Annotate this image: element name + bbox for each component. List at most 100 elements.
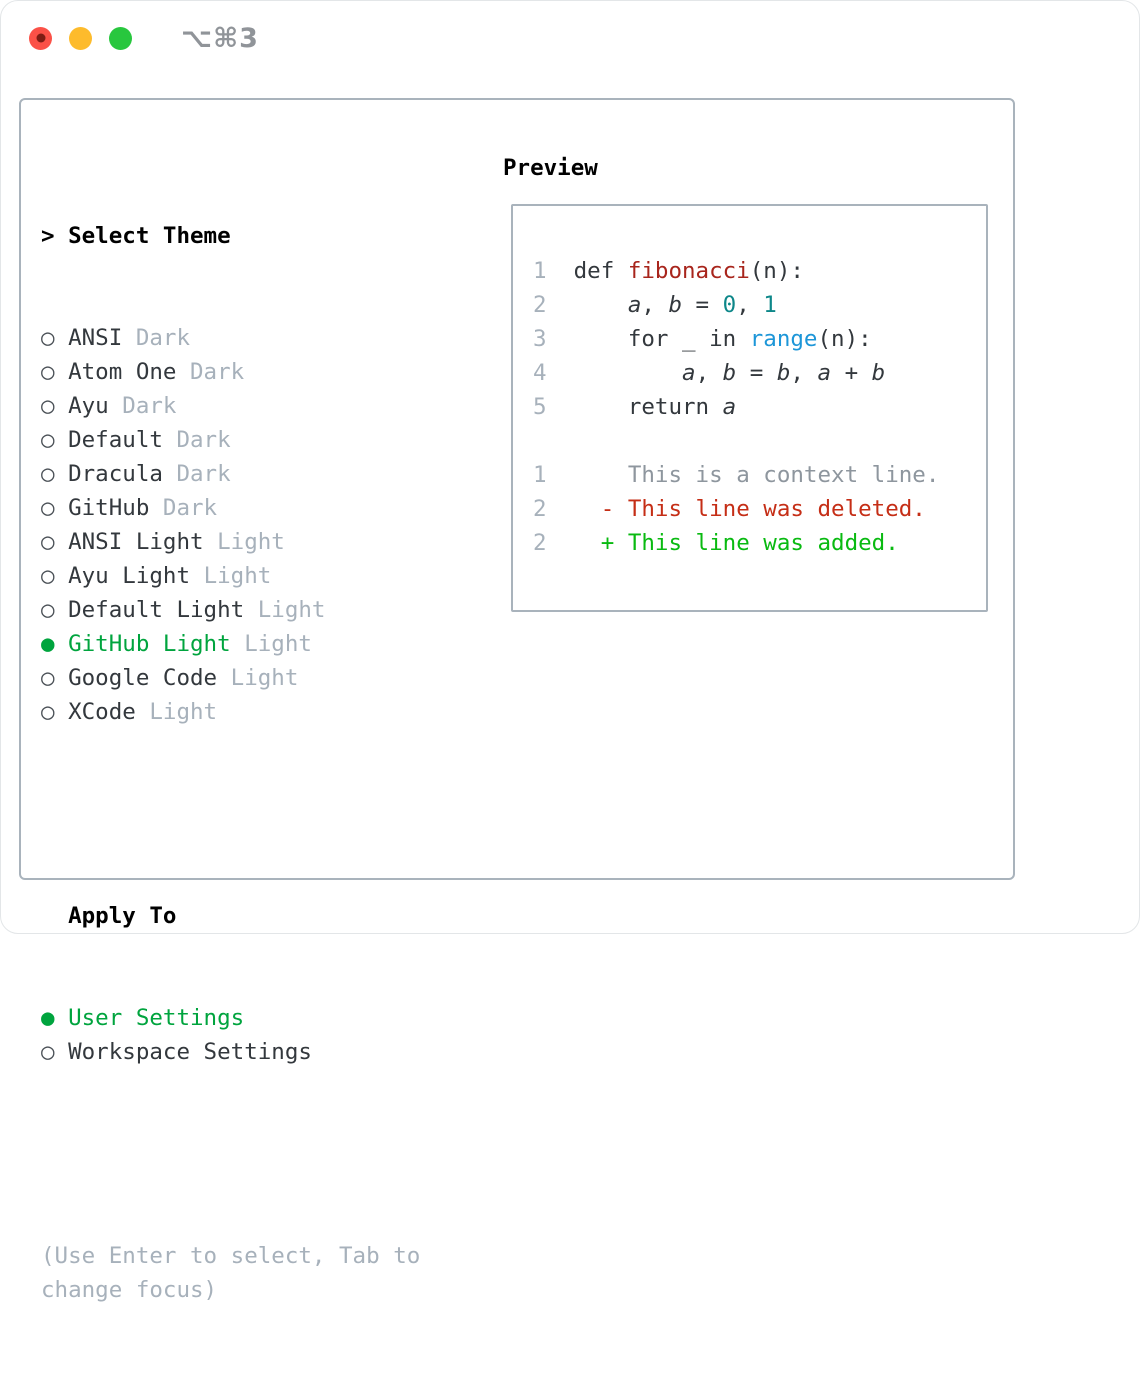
select-theme-header: > Select Theme [41, 219, 420, 253]
apply-option-name: User Settings [68, 1005, 245, 1031]
theme-list-column: > Select Theme ○ ANSI Dark○ Atom One Dar… [41, 151, 420, 1375]
theme-variant-tag: Dark [176, 461, 231, 487]
theme-option-github-light[interactable]: ● GitHub Light Light [41, 627, 420, 661]
line-number: 2 [533, 530, 547, 556]
code-token-code: (n): [749, 258, 804, 284]
code-token-code: def [573, 258, 628, 284]
spacer [41, 1137, 420, 1171]
close-dot-icon [36, 33, 45, 43]
hint-line: change focus) [41, 1277, 218, 1303]
theme-name: XCode [68, 699, 136, 725]
code-token-var: b [668, 292, 683, 318]
prompt-icon: > [41, 223, 55, 249]
radio-icon: ○ [41, 393, 55, 419]
line-number: 4 [533, 360, 547, 386]
code-token-var: a [817, 360, 832, 386]
theme-option-default-light[interactable]: ○ Default Light Light [41, 593, 420, 627]
code-line: 2 + This line was added. [533, 526, 986, 560]
theme-variant-tag: Light [257, 597, 326, 623]
apply-to-header: Apply To [41, 899, 420, 933]
theme-name: GitHub Light [68, 631, 231, 657]
code-token-num: 0 [722, 292, 737, 318]
code-token-code: , [695, 360, 723, 386]
code-line: 4 a, b = b, a + b [533, 356, 986, 390]
theme-option-ansi[interactable]: ○ ANSI Dark [41, 321, 420, 355]
radio-icon: ○ [41, 1039, 55, 1065]
code-line: 1 This is a context line. [533, 458, 986, 492]
code-line [533, 424, 986, 458]
code-line: 1 def fibonacci(n): [533, 254, 986, 288]
theme-variant-tag: Dark [162, 495, 218, 521]
theme-variant-tag: Light [230, 665, 299, 691]
spacer [41, 797, 420, 831]
code-token-var: a [682, 360, 696, 386]
theme-option-ayu[interactable]: ○ Ayu Dark [41, 389, 420, 423]
radio-icon: ○ [41, 529, 55, 555]
radio-icon: ○ [41, 427, 55, 453]
theme-option-dracula[interactable]: ○ Dracula Dark [41, 457, 420, 491]
code-token-code: return [573, 394, 723, 420]
radio-icon: ○ [41, 495, 55, 521]
line-number: 1 [533, 258, 547, 284]
theme-option-xcode[interactable]: ○ XCode Light [41, 695, 420, 729]
theme-name: GitHub [68, 495, 150, 521]
apply-option-user-settings[interactable]: ● User Settings [41, 1001, 420, 1035]
radio-selected-icon: ● [41, 1005, 55, 1031]
code-token-code: for _ in [573, 326, 750, 352]
theme-name: ANSI Light [68, 529, 204, 555]
radio-icon: ○ [41, 699, 55, 725]
preview-box: 1 def fibonacci(n): 2 a, b = 0, 1 3 for _ … [511, 204, 988, 612]
theme-option-ayu-light[interactable]: ○ Ayu Light Light [41, 559, 420, 593]
code-token-code: , [736, 292, 764, 318]
radio-icon: ○ [41, 461, 55, 487]
theme-variant-tag: Light [217, 529, 285, 555]
theme-variant-tag: Dark [190, 359, 245, 385]
theme-name: Default Light [68, 597, 245, 623]
app-window: ⌥⌘3 > Select Theme ○ ANSI Dark○ Atom One… [0, 0, 1140, 1303]
code-preview: 1 def fibonacci(n): 2 a, b = 0, 1 3 for _ … [533, 254, 986, 560]
theme-name: Ayu Light [68, 563, 191, 589]
code-token-code: = [682, 292, 723, 318]
theme-variant-tag: Light [149, 699, 218, 725]
code-token-call: range [749, 326, 818, 352]
code-token-var: a [627, 292, 642, 318]
theme-option-google-code[interactable]: ○ Google Code Light [41, 661, 420, 695]
code-token-var: b [871, 360, 886, 386]
code-token-code [574, 292, 628, 318]
line-number: 3 [533, 326, 547, 352]
code-token-code: = [736, 360, 777, 386]
preview-label: Preview [503, 155, 598, 181]
line-number: 5 [533, 394, 547, 420]
code-token-var: b [776, 360, 791, 386]
theme-option-github[interactable]: ○ GitHub Dark [41, 491, 420, 525]
code-token-code: + [831, 360, 872, 386]
code-token-code [574, 360, 682, 386]
code-token-context: This is a context line. [573, 462, 940, 488]
theme-option-atom-one[interactable]: ○ Atom One Dark [41, 355, 420, 389]
code-token-deleted: - This line was deleted. [573, 496, 926, 522]
radio-icon: ○ [41, 597, 55, 623]
minimize-button[interactable] [69, 26, 92, 50]
radio-icon: ○ [41, 325, 55, 351]
code-line: 3 for _ in range(n): [533, 322, 986, 356]
apply-to-label: Apply To [68, 903, 177, 929]
theme-option-ansi-light[interactable]: ○ ANSI Light Light [41, 525, 420, 559]
apply-option-workspace-settings[interactable]: ○ Workspace Settings [41, 1035, 420, 1069]
zoom-button[interactable] [109, 26, 132, 50]
apply-option-name: Workspace Settings [68, 1039, 312, 1065]
line-number: 2 [533, 292, 547, 318]
theme-name: Atom One [68, 359, 177, 385]
code-line: 2 - This line was deleted. [533, 492, 986, 526]
code-token-code: , [790, 360, 818, 386]
theme-variant-tag: Light [244, 631, 312, 657]
code-token-code: , [641, 292, 669, 318]
theme-name: Google Code [68, 665, 218, 691]
theme-option-default[interactable]: ○ Default Dark [41, 423, 420, 457]
theme-variant-tag: Light [203, 563, 272, 589]
select-theme-label: Select Theme [68, 223, 231, 249]
close-button[interactable] [29, 26, 52, 50]
code-token-num: 1 [763, 292, 777, 318]
hint-line: (Use Enter to select, Tab to [41, 1243, 421, 1269]
code-token-code: (n): [817, 326, 872, 352]
theme-picker-panel: > Select Theme ○ ANSI Dark○ Atom One Dar… [19, 98, 1015, 1303]
